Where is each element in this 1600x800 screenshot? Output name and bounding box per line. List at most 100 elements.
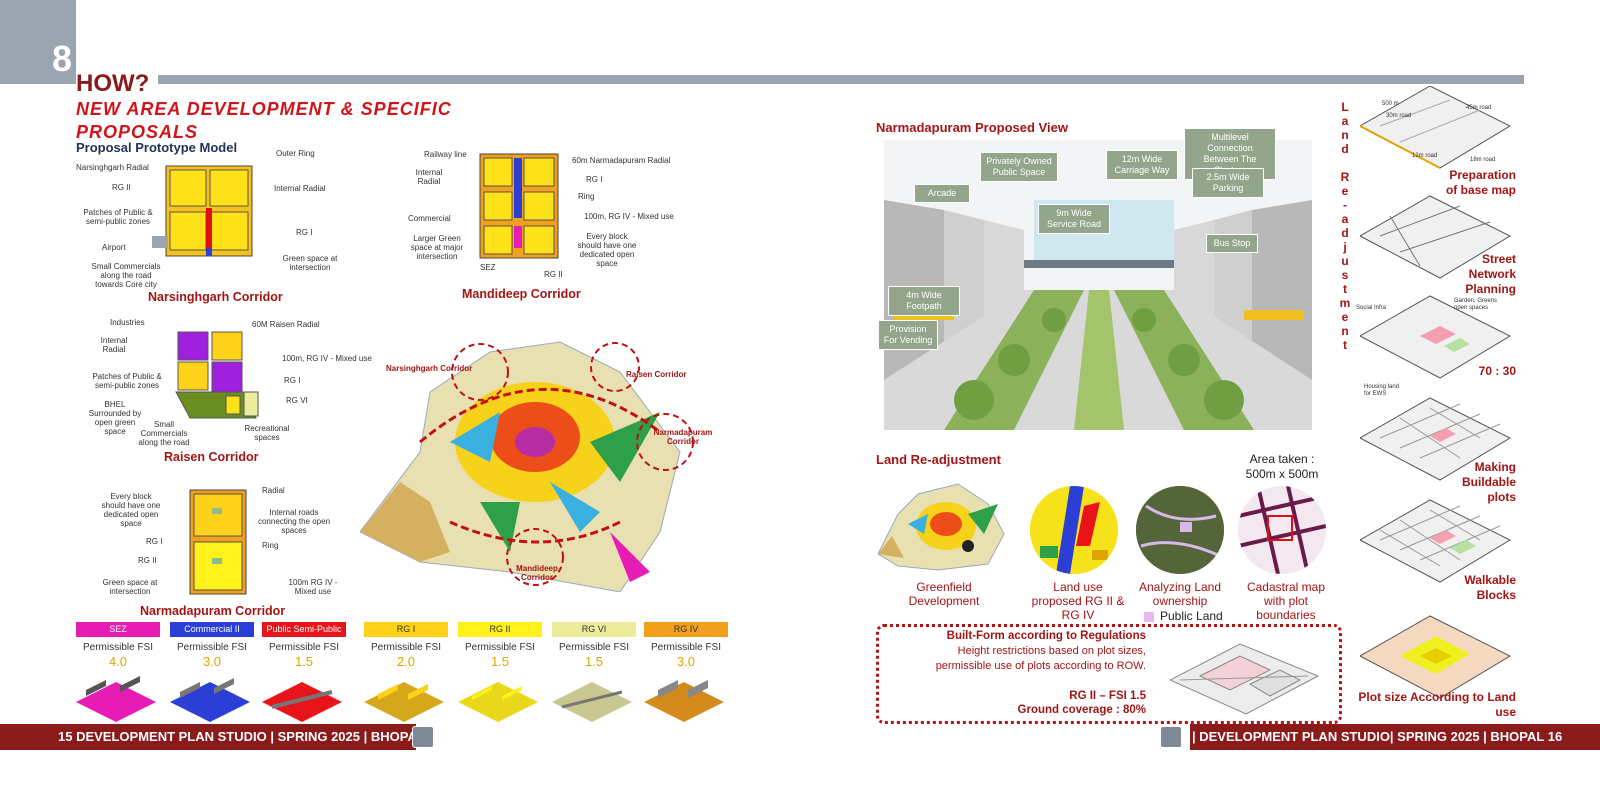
narmadapuram-label-100m: 100m RG IV - Mixed use [288, 578, 338, 596]
mandideep-label-larger-green: Larger Green space at major intersection [410, 234, 464, 261]
mandideep-label-sez: SEZ [480, 263, 496, 272]
legend-box-public: Public Semi-Public [262, 622, 346, 637]
map-label-raisen: Raisen Corridor [626, 370, 687, 379]
legend-box-rg6: RG VI [552, 622, 636, 637]
callout-vending: Provision For Vending [878, 320, 938, 350]
fsi-label-rg4: Permissible FSI [650, 642, 721, 653]
narsinghgarh-label-outer-ring: Outer Ring [276, 149, 315, 158]
narsinghgarh-label-rg2: RG II [112, 183, 131, 192]
footer-right-text: | DEVELOPMENT PLAN STUDIO| SPRING 2025 |… [1192, 729, 1563, 744]
narsinghgarh-diagram [76, 152, 346, 292]
narmadapuram-label-green: Green space at intersection [102, 578, 158, 596]
mandideep-title: Mandideep Corridor [462, 287, 581, 301]
iso-block-public [262, 682, 342, 722]
7030-label-housing: Housing land for EWS [1364, 384, 1400, 397]
callout-arcade: Arcade [914, 184, 970, 203]
caption-landuse: Land use proposed RG II & RG IV [1031, 580, 1125, 622]
raisen-label-bhel: BHEL Surrounded by open green space [88, 400, 142, 436]
greenfield-map-graphic [877, 483, 1005, 571]
base-map-label-30m: 30m road [1386, 113, 1412, 119]
public-land-label: Public Land [1160, 609, 1223, 623]
step-map-base [1358, 85, 1512, 169]
built-form-title: Built-Form according to Regulations [946, 630, 1146, 642]
narmadapuram-label-rg2: RG II [138, 556, 157, 565]
fsi-value-rg4: 3.0 [676, 654, 696, 669]
callout-footpath: 4m Wide Footpath [888, 286, 960, 316]
map-label-mandideep: Mandideep Corridor [516, 564, 558, 582]
base-map-label-12m: 12m road [1412, 153, 1438, 159]
narmadapuram-label-internal-roads: Internal roads connecting the open space… [257, 508, 331, 535]
footer-logo-left [412, 726, 434, 748]
step-plot-size: Plot size According to Land use [1358, 690, 1516, 719]
built-form-box [876, 624, 1342, 724]
legend-box-rg2: RG II [458, 622, 542, 637]
cadastral-circle-graphic [1238, 486, 1326, 574]
map-label-narmadapuram: Narmadapuram Corridor [653, 428, 713, 446]
footer-left-bar [0, 724, 416, 750]
mandideep-blocks [479, 153, 559, 259]
narsinghgarh-label-green: Green space at intersection [282, 254, 338, 272]
city-map-graphic [359, 341, 694, 593]
iso-block-rg1 [364, 682, 444, 722]
callout-bus-stop: Bus Stop [1206, 234, 1258, 253]
narsinghgarh-label-internal-radial: Internal Radial [274, 184, 326, 193]
raisen-label-60m: 60M Raisen Radial [252, 320, 320, 329]
step-walkable-blocks: Walkable Blocks [1464, 573, 1516, 602]
iso-block-rg6 [552, 682, 632, 722]
fsi-label-rg6: Permissible FSI [558, 642, 629, 653]
base-map-label-45m: 45m road [1466, 105, 1492, 111]
map-label-narsinghgarh: Narsinghgarh Corridor [386, 364, 473, 373]
raisen-title: Raisen Corridor [164, 450, 259, 464]
mandideep-label-60m: 60m Narmadapuram Radial [572, 156, 671, 165]
iso-block-sez [76, 676, 156, 722]
raisen-label-industries: Industries [110, 318, 145, 327]
section-subtitle: NEW AREA DEVELOPMENT & SPECIFIC PROPOSAL… [76, 99, 452, 142]
mandideep-label-internal-radial: Internal Radial [415, 168, 443, 186]
fsi-value-rg2: 1.5 [490, 654, 510, 669]
fsi-value-sez: 4.0 [108, 654, 128, 669]
raisen-label-internal-radial: Internal Radial [100, 336, 128, 354]
legend-box-sez: SEZ [76, 622, 160, 637]
fsi-label-public: Permissible FSI [268, 642, 339, 653]
fsi-value-commercial: 3.0 [202, 654, 222, 669]
prototype-title: Proposal Prototype Model [76, 140, 238, 155]
footer-right-bar [1190, 724, 1600, 750]
step-iso-maps [1358, 85, 1540, 716]
ownership-circle-graphic [1136, 486, 1224, 574]
mandideep-label-railway: Railway line [424, 150, 467, 159]
step-7030: 70 : 30 [1478, 364, 1516, 378]
iso-blocks [76, 676, 724, 722]
iso-blocks-row [76, 672, 726, 722]
step-map-7030 [1358, 295, 1512, 379]
7030-label-social-infra: Social Infra [1356, 305, 1387, 311]
landuse-circle-graphic [1030, 486, 1118, 574]
proposed-view-title: Narmadapuram Proposed View [876, 120, 1068, 135]
page-number-block [0, 0, 76, 84]
narsinghgarh-blocks [152, 165, 253, 257]
step-base-map: Preparation of base map [1445, 168, 1516, 197]
mandideep-label-commercial: Commercial [408, 214, 451, 223]
area-taken-label: Area taken : 500m x 500m [1245, 452, 1319, 481]
built-form-line1: Height restrictions based on plot sizes, [957, 645, 1146, 657]
step-buildable-plots: Making Buildable plots [1461, 460, 1516, 504]
7030-label-garden: Garden, Greens open spaces [1454, 298, 1498, 311]
narsinghgarh-label-rg1: RG I [296, 228, 313, 237]
land-readjustment-title: Land Re-adjustment [876, 452, 1001, 467]
fsi-label-rg1: Permissible FSI [370, 642, 441, 653]
narsinghgarh-label-patches: Patches of Public & semi-public zones [83, 208, 153, 226]
legend-box-rg1: RG I [364, 622, 448, 637]
header-rule [158, 75, 1524, 84]
narmadapuram-diagram [186, 486, 256, 598]
step-map-plotsize [1358, 615, 1512, 699]
narmadapuram-label-ring: Ring [262, 541, 279, 550]
footer-left-text: 15 DEVELOPMENT PLAN STUDIO | SPRING 2025… [58, 729, 432, 744]
fsi-label-commercial: Permissible FSI [176, 642, 247, 653]
narsinghgarh-label-small-commercials: Small Commercials along the road towards… [91, 262, 161, 289]
step-map-walkable [1358, 499, 1512, 583]
how-title: HOW? [76, 70, 150, 97]
public-land-swatch [1144, 612, 1154, 622]
mandideep-label-100m: 100m, RG IV - Mixed use [584, 212, 674, 221]
narsinghgarh-label-radial: Narsinghgarh Radial [76, 163, 149, 172]
raisen-label-small-commercials: Small Commercials along the road [138, 420, 190, 447]
built-form-iso-graphic [1168, 643, 1320, 715]
